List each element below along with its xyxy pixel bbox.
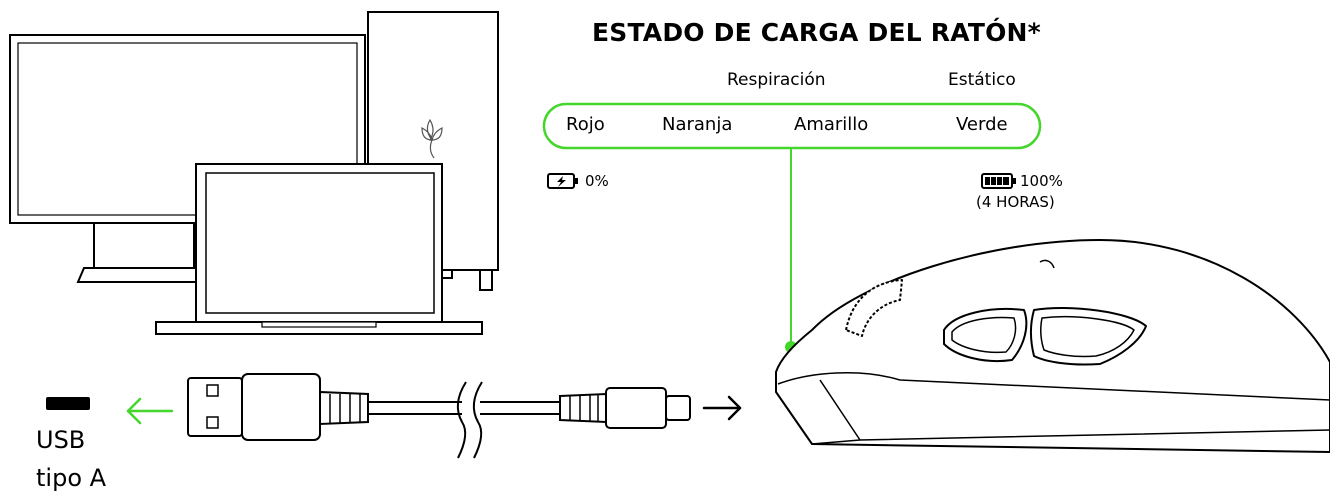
status-red-label: Rojo bbox=[566, 114, 605, 135]
battery-empty-icon bbox=[547, 173, 578, 189]
status-orange-label: Naranja bbox=[662, 114, 733, 135]
battery-full-icon bbox=[981, 173, 1016, 189]
mode-breathing-label: Respiración bbox=[727, 70, 826, 90]
battery-full-label: 100% bbox=[1020, 172, 1063, 190]
usb-type-label-line1: USB bbox=[36, 426, 86, 454]
usb-type-label-line2: tipo A bbox=[36, 464, 107, 492]
status-green-label: Verde bbox=[956, 114, 1008, 135]
monitor-icon bbox=[9, 34, 366, 283]
mode-static-label: Estático bbox=[948, 70, 1016, 90]
battery-empty-label: 0% bbox=[585, 172, 609, 190]
usb-cable-icon bbox=[187, 373, 691, 459]
laptop-icon bbox=[155, 163, 483, 335]
arrow-left-icon bbox=[126, 397, 174, 425]
razer-logo-icon bbox=[421, 118, 443, 159]
usb-port-icon bbox=[46, 397, 90, 410]
mouse-icon bbox=[775, 239, 1330, 453]
status-yellow-label: Amarillo bbox=[794, 114, 869, 135]
battery-full-time: (4 HORAS) bbox=[976, 193, 1055, 211]
arrow-right-icon bbox=[702, 395, 742, 421]
charge-status-title: ESTADO DE CARGA DEL RATÓN* bbox=[592, 18, 1041, 47]
